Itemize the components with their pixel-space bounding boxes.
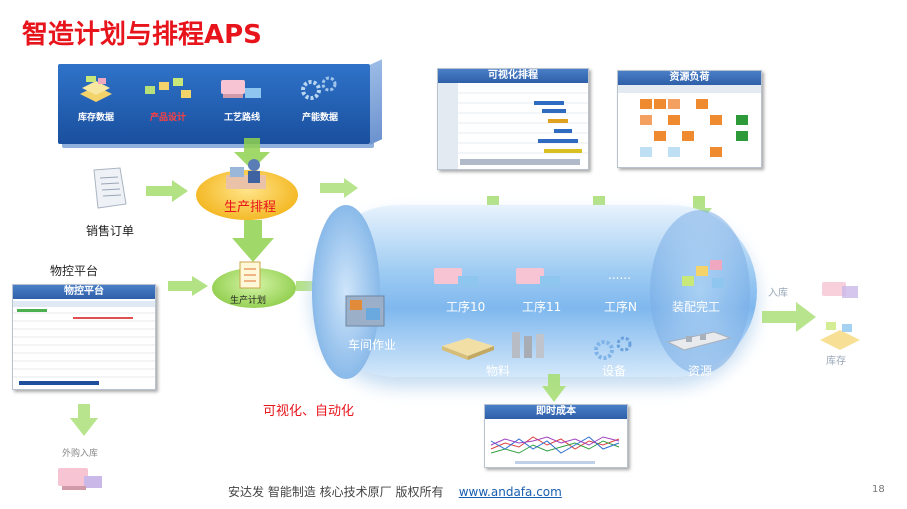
resource-load-screenshot: 资源负荷 [617,70,762,168]
ellipsis: ...... [608,268,631,282]
data-source-banner: 库存数据 产品设计 工艺路线 产能数据 [58,64,370,144]
table-thumbnail [13,301,155,385]
checklist-icon [239,261,261,289]
tube-end-cap [650,210,750,374]
material-platform-screenshot: 物控平台 [12,284,156,390]
assembly-icon [682,260,724,288]
visual-automation-label: 可视化、自动化 [263,404,355,419]
equipment-label: 设备 [602,364,627,378]
website-link[interactable]: www.andafa.com [458,485,562,499]
footer-text: 安达发 智能制造 核心技术原厂 版权所有 [228,485,444,499]
footer: 安达发 智能制造 核心技术原厂 版权所有 www.andafa.com [228,483,562,500]
machine-icon [822,282,858,298]
production-scheduling-label: 生产排程 [224,200,277,215]
line-chart-thumbnail [490,436,620,464]
banner-label: 产品设计 [149,113,186,123]
sales-order-label: 销售订单 [86,224,135,238]
down-arrow [232,220,274,262]
down-arrow [70,404,98,436]
gears-icon [301,76,337,100]
worker-desk-icon [226,159,266,189]
assembly-label: 装配完工 [672,300,721,314]
process-route-icon [221,80,261,98]
material-pallet-icon [442,338,494,360]
op10-label: 工序10 [446,300,486,314]
production-plan-label: 生产计划 [230,296,267,306]
page-title: 智造计划与排程APS [22,20,262,50]
banner-item-process-route: 工艺路线 [208,72,276,123]
machine-icon [516,268,560,286]
screenshot-title: 可视化排程 [438,69,588,83]
workshop-icon [345,295,385,327]
right-arrow [146,180,188,202]
screenshot-title: 即时成本 [485,405,627,419]
banner-item-inventory: 库存数据 [62,72,130,123]
banner-item-product-design: 产品设计 [134,72,202,123]
gears-icon [594,336,632,360]
visual-scheduling-screenshot: 可视化排程 [437,68,589,170]
banner-item-capacity: 产能数据 [286,72,354,123]
right-arrow [320,178,358,198]
outsourced-inbound-label: 外购入库 [62,449,99,459]
right-arrow [168,276,208,296]
op11-label: 工序11 [522,300,562,314]
banner-label: 产能数据 [301,113,338,123]
banner-label: 工艺路线 [223,113,260,123]
machine-icon [58,468,102,490]
screenshot-title: 物控平台 [13,285,155,299]
inbound-label: 入库 [768,288,788,299]
page-number: 18 [872,484,885,495]
material-label: 物料 [486,364,511,378]
down-arrow [234,138,270,170]
material-platform-title: 物控平台 [50,264,99,278]
right-arrow [762,302,816,332]
screenshot-title: 资源负荷 [618,71,761,85]
conveyor-icon [666,331,732,351]
gantt-thumbnail [438,83,588,169]
workshop-label: 车间作业 [348,338,397,352]
machine-icon [434,268,478,286]
opN-label: 工序N [604,300,637,314]
resource-label: 资源 [688,364,713,378]
resource-grid-thumbnail [618,85,761,157]
inventory-icon [820,322,860,350]
document-icon [93,167,127,209]
bolts-icon [512,332,544,358]
tube-front-cap [312,205,380,379]
down-arrow [542,374,566,402]
banner-side [370,59,382,145]
realtime-cost-screenshot: 即时成本 [484,404,628,468]
banner-label: 库存数据 [77,113,114,123]
inventory-icon [80,76,112,102]
inventory-label: 库存 [826,356,846,367]
product-design-icon [145,78,191,98]
